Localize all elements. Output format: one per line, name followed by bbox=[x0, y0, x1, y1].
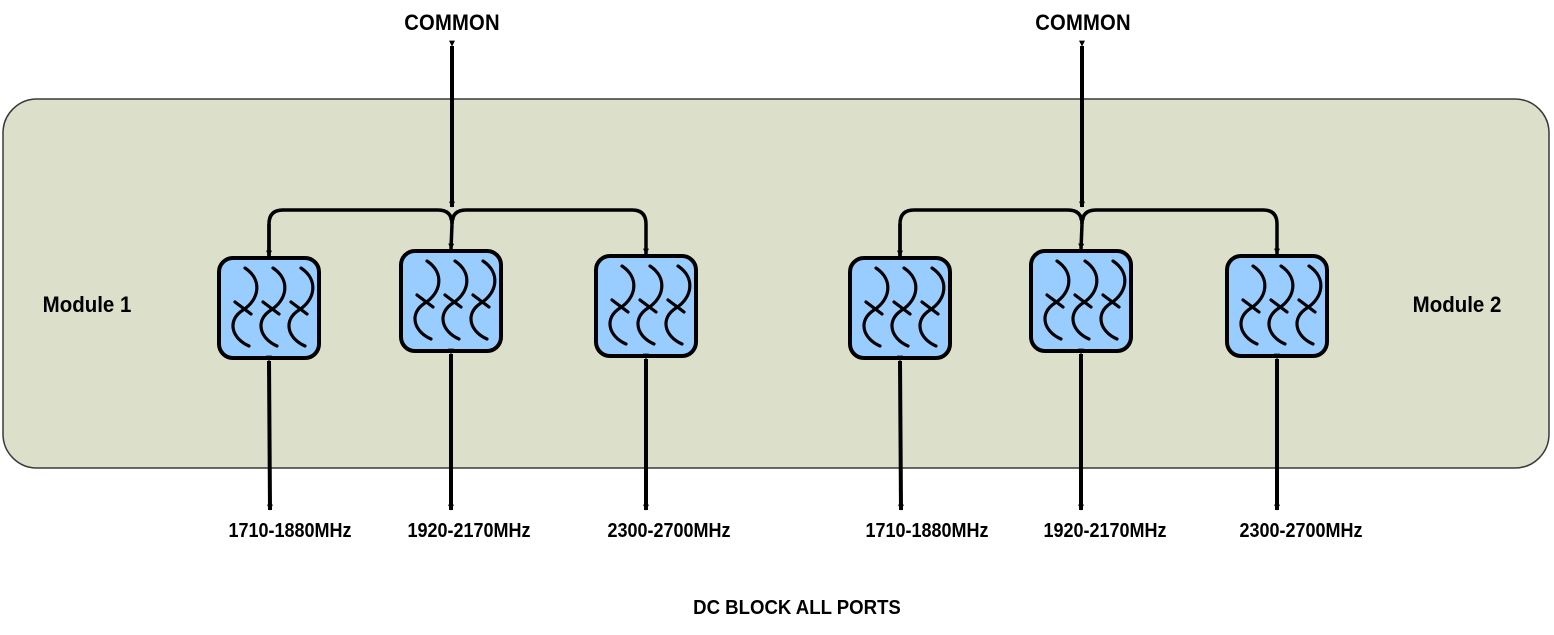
bus-drop-arrow-2 bbox=[1078, 223, 1085, 250]
filter-wave-1 bbox=[413, 259, 441, 341]
filter-wave-2 bbox=[1071, 259, 1099, 341]
filter-crossbar-3 bbox=[920, 300, 940, 316]
module-2-common-label: COMMON bbox=[1035, 10, 1131, 35]
port-arrow-filter-1710-1880 bbox=[896, 355, 904, 511]
filter-crossbar-2 bbox=[261, 300, 281, 316]
bandpass-filter-icon bbox=[1043, 259, 1127, 341]
filter-crossbar-1 bbox=[1241, 298, 1261, 314]
filter-crossbar-1 bbox=[864, 300, 884, 316]
module-1-port-label-3: 2300-2700MHz bbox=[607, 520, 731, 542]
module-1 bbox=[217, 40, 698, 511]
module-1-port-label-2: 1920-2170MHz bbox=[407, 520, 531, 542]
filter-wave-2 bbox=[259, 266, 287, 348]
filter-crossbar-3 bbox=[1101, 293, 1121, 309]
filter-wave-3 bbox=[469, 259, 497, 341]
filter-crossbar-1 bbox=[233, 300, 253, 316]
filter-crossbar-3 bbox=[471, 293, 491, 309]
bandpass-filter-icon bbox=[413, 259, 497, 341]
footer-note: DC BLOCK ALL PORTS bbox=[693, 597, 901, 619]
bus-drop-arrow-2 bbox=[448, 223, 455, 250]
bandpass-filter-icon bbox=[1239, 264, 1323, 346]
bandpass-filter-icon bbox=[862, 266, 946, 348]
filter-crossbar-1 bbox=[610, 298, 630, 314]
bus-left bbox=[267, 208, 455, 256]
filter-wave-1 bbox=[1043, 259, 1071, 341]
enclosure bbox=[2, 98, 1550, 469]
filter-wave-2 bbox=[1267, 264, 1295, 346]
filter-block-filter-2300-2700 bbox=[1225, 254, 1329, 358]
bandpass-filter-icon bbox=[608, 264, 692, 346]
module-2-port-label-1: 1710-1880MHz bbox=[865, 520, 989, 542]
filter-wave-2 bbox=[441, 259, 469, 341]
filter-crossbar-2 bbox=[892, 300, 912, 316]
filter-block-filter-1710-1880 bbox=[217, 256, 321, 360]
filter-block-filter-1920-2170 bbox=[399, 249, 503, 353]
filter-block-filter-1920-2170 bbox=[1029, 249, 1133, 353]
module-1-label: Module 1 bbox=[42, 292, 132, 317]
bus-right bbox=[450, 208, 649, 255]
module-1-port-label-1: 1710-1880MHz bbox=[228, 520, 352, 542]
bus-right bbox=[1080, 208, 1280, 255]
bus-left bbox=[898, 208, 1085, 256]
filter-crossbar-2 bbox=[1073, 293, 1093, 309]
filter-block-filter-2300-2700 bbox=[594, 254, 698, 358]
filter-wave-3 bbox=[1099, 259, 1127, 341]
bandpass-filter-icon bbox=[231, 266, 315, 348]
module-2 bbox=[848, 40, 1329, 511]
filter-crossbar-3 bbox=[1297, 298, 1317, 314]
filter-crossbar-3 bbox=[666, 298, 686, 314]
filter-crossbar-2 bbox=[1269, 298, 1289, 314]
filter-crossbar-2 bbox=[638, 298, 658, 314]
filter-crossbar-1 bbox=[415, 293, 435, 309]
filter-wave-3 bbox=[287, 266, 315, 348]
port-arrow-filter-1710-1880 bbox=[265, 355, 273, 511]
filter-block-filter-1710-1880 bbox=[848, 256, 952, 360]
module-2-label: Module 2 bbox=[1412, 292, 1502, 317]
module-2-port-label-2: 1920-2170MHz bbox=[1043, 520, 1167, 542]
module-1-common-label: COMMON bbox=[404, 10, 500, 35]
filter-crossbar-3 bbox=[289, 300, 309, 316]
filter-wave-3 bbox=[1295, 264, 1323, 346]
filter-wave-1 bbox=[1239, 264, 1267, 346]
module-2-port-label-3: 2300-2700MHz bbox=[1239, 520, 1363, 542]
filter-crossbar-1 bbox=[1045, 293, 1065, 309]
filter-crossbar-2 bbox=[443, 293, 463, 309]
